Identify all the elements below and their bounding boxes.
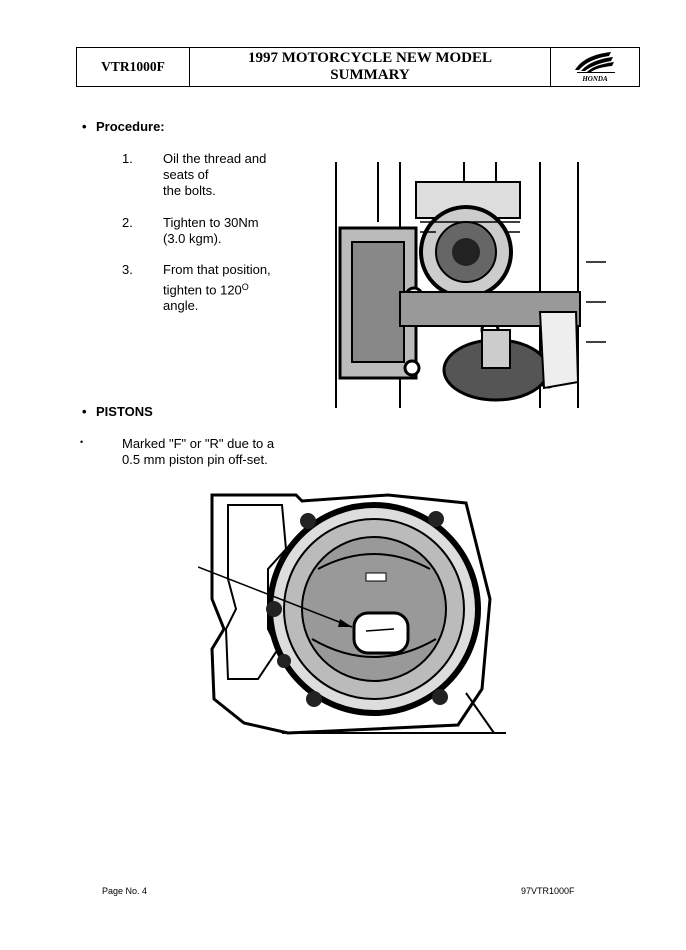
pistons-heading: •PISTONS	[82, 404, 153, 419]
document-header: VTR1000F 1997 MOTORCYCLE NEW MODEL SUMMA…	[76, 47, 640, 87]
piston-marking-illustration	[198, 489, 508, 735]
honda-wing-icon: HONDA	[575, 52, 615, 83]
model-name: VTR1000F	[77, 48, 190, 86]
page-number: Page No. 4	[102, 886, 148, 896]
note-bullet: •	[80, 437, 84, 447]
honda-logo: HONDA	[551, 48, 639, 86]
piston-note: Marked "F" or "R" due to a 0.5 mm piston…	[122, 436, 275, 467]
svg-text:HONDA: HONDA	[581, 75, 608, 83]
crankcase-bolts-illustration	[316, 162, 612, 408]
document-title: 1997 MOTORCYCLE NEW MODEL SUMMARY	[190, 48, 551, 86]
document-code: 97VTR1000F	[521, 886, 575, 896]
degree-symbol: O	[241, 282, 249, 292]
procedure-heading: •Procedure:	[82, 119, 165, 134]
